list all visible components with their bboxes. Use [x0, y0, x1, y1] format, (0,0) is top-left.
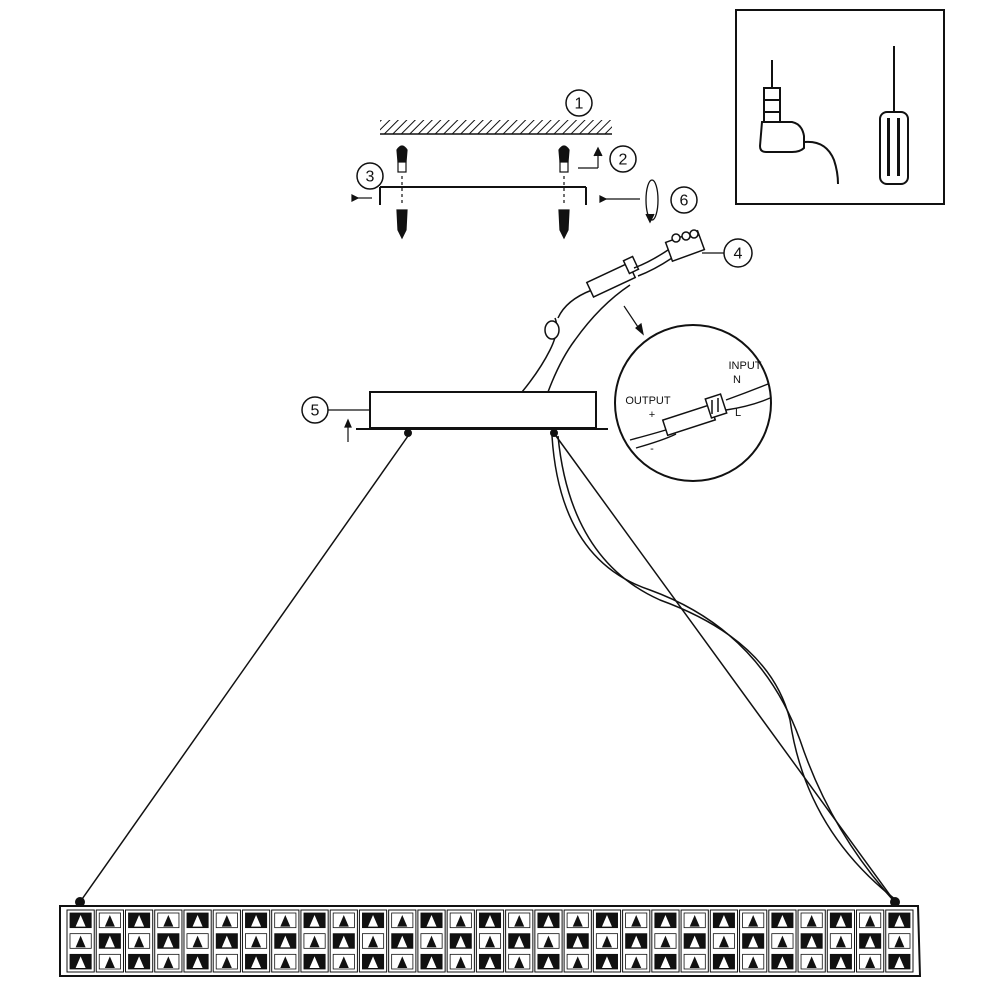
crystal-cell — [797, 909, 826, 973]
wall-anchor-left — [396, 145, 408, 240]
neutral-label: N — [733, 374, 741, 386]
callout-6: 6 — [670, 186, 698, 214]
suspension-cables — [79, 435, 897, 903]
tools-box — [735, 9, 945, 205]
callout-5: 5 — [301, 396, 329, 424]
crystal-cell — [446, 909, 475, 973]
crystal-cell — [358, 909, 388, 973]
crystal-cell — [622, 909, 651, 973]
mounting-bracket — [379, 186, 587, 205]
callout-2: 2 — [609, 145, 637, 173]
crystal-cell — [212, 909, 241, 973]
ceiling — [380, 120, 612, 135]
screwdriver-icon — [879, 46, 909, 185]
screw-6 — [599, 195, 640, 203]
canopy — [356, 391, 608, 437]
minus-label: - — [650, 443, 654, 455]
crystal-cell — [826, 909, 856, 973]
crystal-cell — [329, 909, 358, 973]
crystal-cell — [66, 909, 95, 973]
live-label: L — [735, 407, 741, 419]
terminal-connector — [633, 229, 706, 277]
svg-text:3: 3 — [366, 169, 375, 186]
crystal-cell — [183, 909, 212, 973]
callout-3: 3 — [356, 162, 384, 190]
crystal-cell — [680, 909, 709, 973]
crystal-cell — [534, 909, 563, 973]
input-label: INPUT — [729, 360, 762, 372]
bracket-screw-left — [351, 194, 372, 202]
crystal-cell — [124, 909, 154, 973]
detail-driver — [661, 393, 728, 437]
output-label: OUTPUT — [625, 395, 671, 407]
svg-text:4: 4 — [734, 246, 743, 263]
svg-text:5: 5 — [311, 403, 320, 420]
crystal-cell — [768, 909, 797, 973]
drill-icon — [758, 60, 839, 185]
crystal-cell — [388, 909, 417, 973]
led-driver — [585, 255, 640, 298]
crystal-cell — [592, 909, 622, 973]
crystal-cell — [154, 909, 183, 973]
wall-anchor-right — [558, 145, 570, 240]
crystal-cell — [300, 909, 329, 973]
crystal-cell — [856, 909, 885, 973]
crystal-cell — [241, 909, 271, 973]
rotate-arrow-icon — [645, 179, 659, 224]
crystal-cell — [271, 909, 300, 973]
crystal-cell — [505, 909, 534, 973]
crystal-cell — [417, 909, 446, 973]
up-arrow-2 — [578, 146, 603, 169]
plus-label: + — [649, 409, 655, 421]
crystal-cell — [885, 909, 914, 973]
crystal-cell — [651, 909, 680, 973]
crystal-cell — [563, 909, 592, 973]
callout-4: 4 — [723, 238, 753, 268]
svg-text:6: 6 — [680, 193, 689, 210]
crystal-cell — [475, 909, 505, 973]
callout-1: 1 — [565, 89, 593, 117]
crystal-cell — [739, 909, 768, 973]
crystal-pattern — [66, 909, 914, 973]
callout-5-leader — [328, 409, 370, 442]
crystal-cell — [709, 909, 739, 973]
svg-text:2: 2 — [619, 152, 628, 169]
wiring-detail: INPUT N L OUTPUT + - — [614, 324, 772, 482]
detail-pointer — [623, 305, 644, 336]
light-fixture-bar — [59, 897, 922, 977]
svg-text:1: 1 — [575, 96, 584, 113]
crystal-cell — [95, 909, 124, 973]
power-cord — [521, 284, 631, 393]
